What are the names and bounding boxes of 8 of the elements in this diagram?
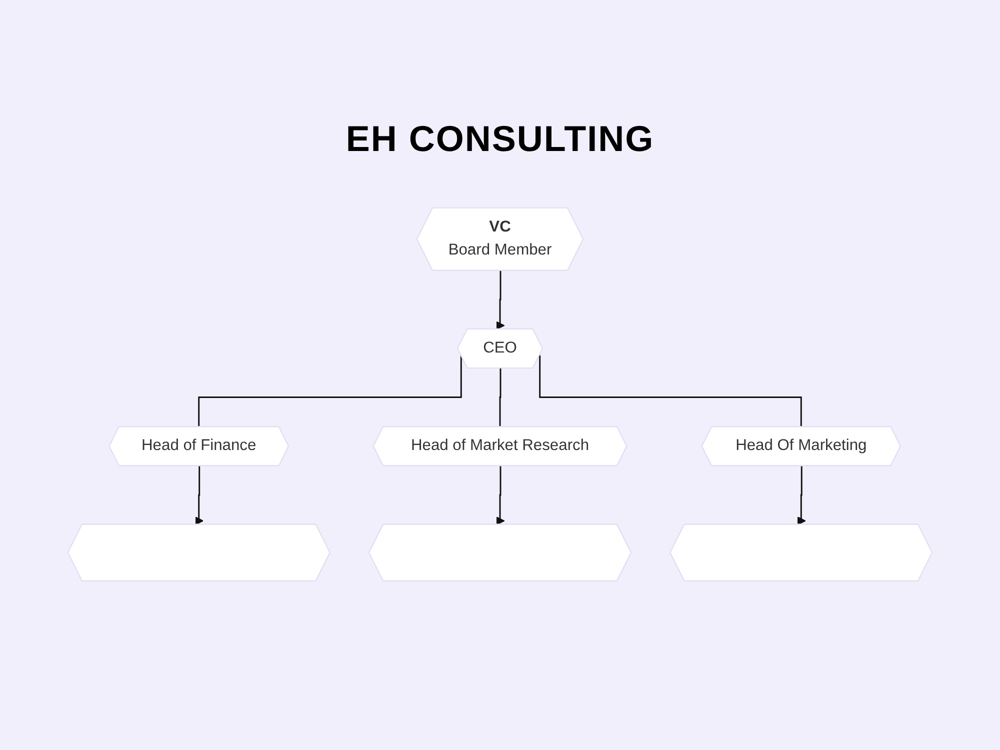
connector (539, 355, 802, 428)
arrow (194, 466, 204, 526)
connector (499, 368, 502, 428)
connector (198, 355, 462, 428)
arrow (496, 270, 505, 330)
arrow (797, 466, 806, 526)
diagram-title: EH CONSULTING (346, 118, 654, 160)
arrow (496, 466, 505, 526)
